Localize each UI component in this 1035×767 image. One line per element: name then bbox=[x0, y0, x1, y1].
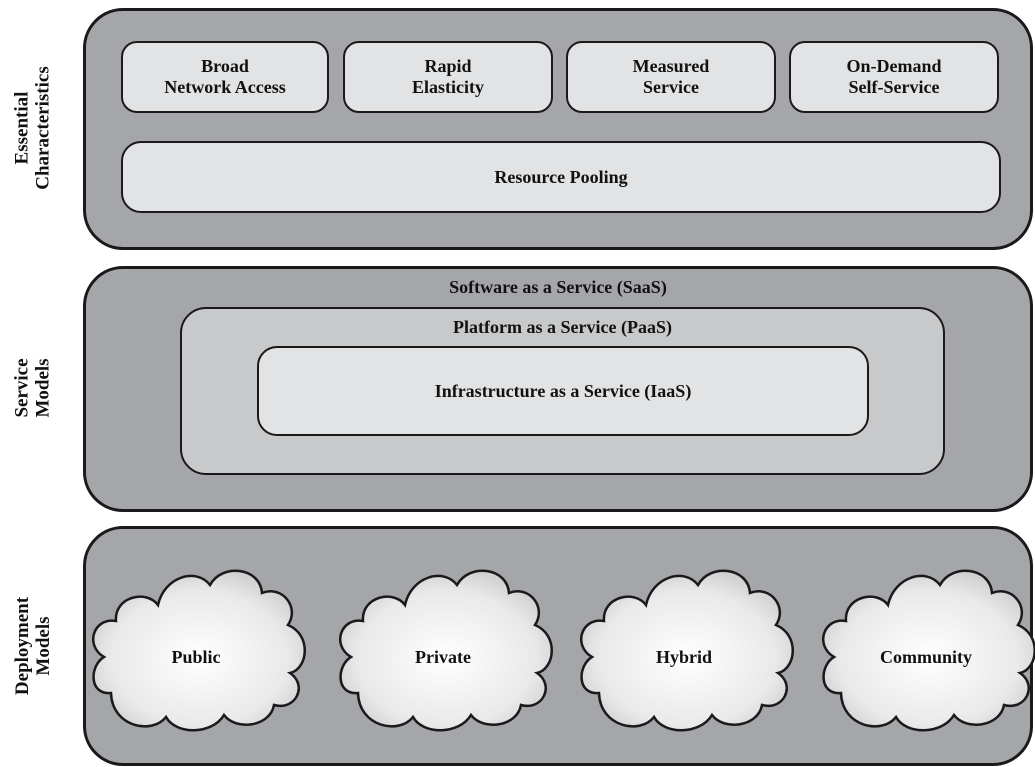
rapid-elasticity-box: Rapid Elasticity bbox=[343, 41, 553, 113]
cloud-label: Community bbox=[880, 647, 972, 667]
box-line: Resource Pooling bbox=[494, 166, 628, 187]
box-line: Broad bbox=[201, 56, 249, 76]
cloud-label: Public bbox=[171, 647, 220, 667]
cloud-hybrid: Hybrid bbox=[580, 569, 794, 732]
saas-label: Software as a Service (SaaS) bbox=[449, 277, 667, 297]
essential-characteristics-panel: Broad Network Access Rapid Elasticity Me… bbox=[83, 8, 1033, 250]
on-demand-self-service-box: On-Demand Self-Service bbox=[789, 41, 999, 113]
cloud-shape bbox=[822, 569, 1035, 732]
service-models-panel: Software as a Service (SaaS) Platform as… bbox=[83, 266, 1033, 512]
cloud-label: Hybrid bbox=[656, 647, 712, 667]
box-line: Rapid bbox=[424, 56, 472, 76]
box-line: Network Access bbox=[164, 77, 286, 97]
box-line: Self-Service bbox=[848, 77, 940, 97]
box-line: On-Demand bbox=[846, 56, 942, 76]
cloud-shape bbox=[92, 569, 306, 732]
broad-network-access-box: Broad Network Access bbox=[121, 41, 329, 113]
cloud-label: Private bbox=[415, 647, 471, 667]
paas-layer: Platform as a Service (PaaS) Infrastruct… bbox=[180, 307, 945, 475]
cloud-private: Private bbox=[339, 569, 553, 732]
iaas-box: Infrastructure as a Service (IaaS) bbox=[257, 346, 869, 436]
cloud-community: Community bbox=[822, 569, 1035, 732]
box-line: Elasticity bbox=[412, 77, 484, 97]
paas-label: Platform as a Service (PaaS) bbox=[453, 317, 672, 337]
iaas-label: Infrastructure as a Service (IaaS) bbox=[434, 380, 692, 401]
cloud-public: Public bbox=[92, 569, 306, 732]
cloud-shape bbox=[580, 569, 794, 732]
box-line: Service bbox=[643, 77, 699, 97]
cloud-shape bbox=[339, 569, 553, 732]
measured-service-box: Measured Service bbox=[566, 41, 776, 113]
box-line: Measured bbox=[632, 56, 710, 76]
resource-pooling-box: Resource Pooling bbox=[121, 141, 1001, 213]
